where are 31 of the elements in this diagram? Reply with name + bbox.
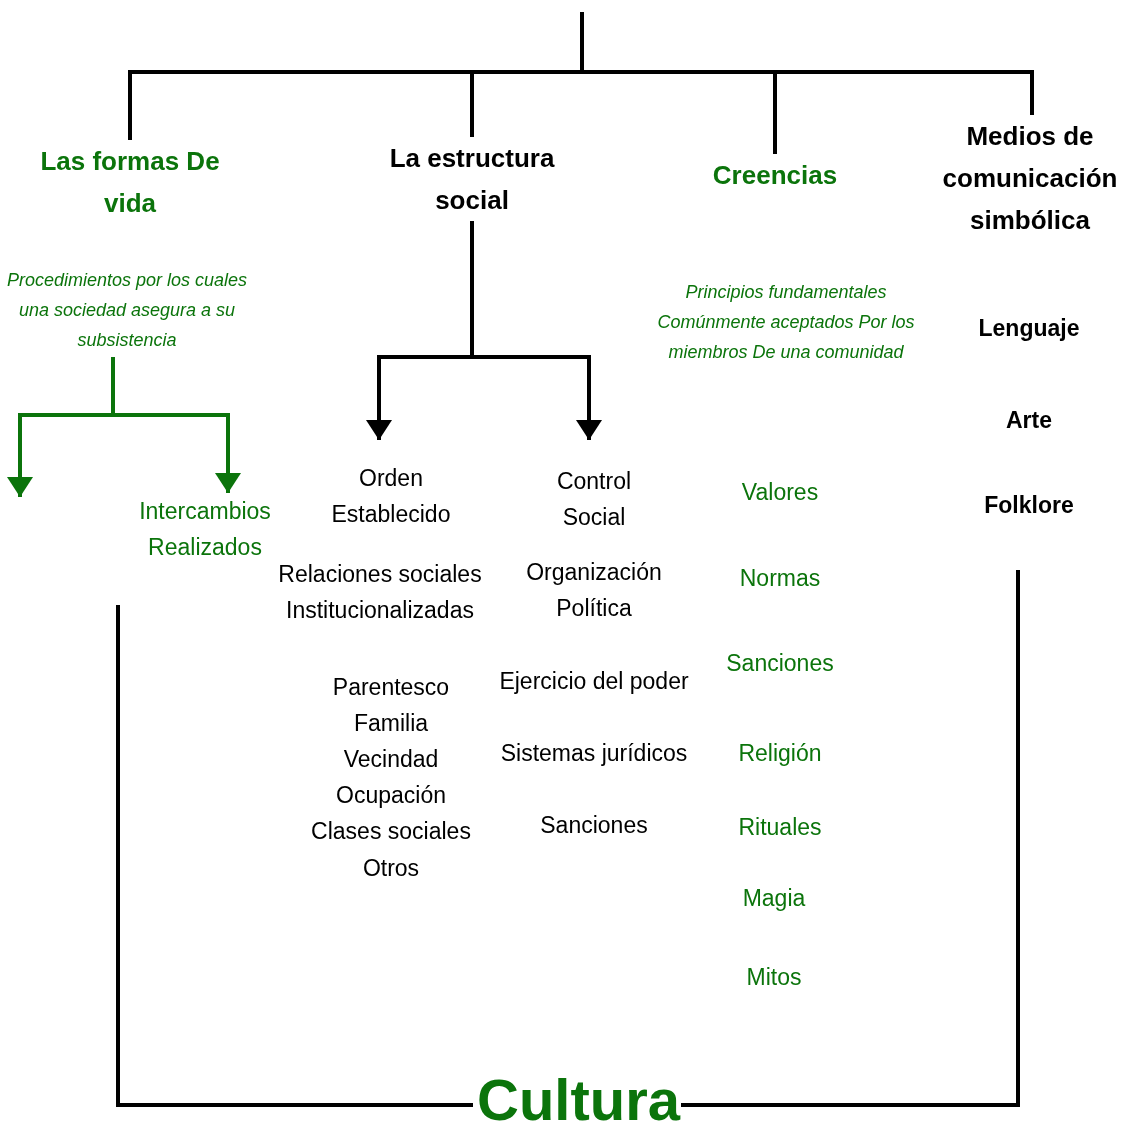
item-text: Familia [352,709,430,738]
heading-text: La estructura social [367,137,577,221]
heading-text: Medios de comunicación simbólica [932,115,1128,241]
item-text: Lenguaje [977,314,1081,343]
item-text: Religión [737,739,823,768]
item-text: Ocupación [335,781,447,810]
item-text: Organización Política [525,558,663,623]
item-text: Clases sociales [310,817,472,846]
arrow [470,221,602,440]
item-text: Orden Establecido [316,440,466,532]
item-text: Rituales [737,813,823,842]
item-text: Arte [1005,406,1053,435]
description-text: Procedimientos por los cuales una sociedad asegura a su subsistencia [2,265,252,355]
heading-text: Las formas De vida [30,140,230,224]
description-text: Principios fundamentales Comúnmente aceptados Por los miembros De una comunidad [656,281,916,364]
item-text: Valores [740,478,820,507]
item-text: Control Social [529,440,659,535]
item-text: Ejercicio del poder [498,667,690,696]
item-text: Vecindad [342,745,440,774]
item-text: Mitos [745,963,803,992]
item-text: Sanciones [725,649,835,678]
arrow [111,357,241,493]
item-text: Folklore [983,491,1075,520]
heading-text: Creencias [685,154,865,196]
item-text: Otros [361,854,421,883]
item-text: Parentesco [331,673,451,702]
item-text: Sanciones [539,811,649,840]
item-text: Sistemas jurídicos [499,739,689,768]
item-text: Magia [741,884,807,913]
connector-line [580,12,1034,115]
item-text: Normas [738,564,822,593]
